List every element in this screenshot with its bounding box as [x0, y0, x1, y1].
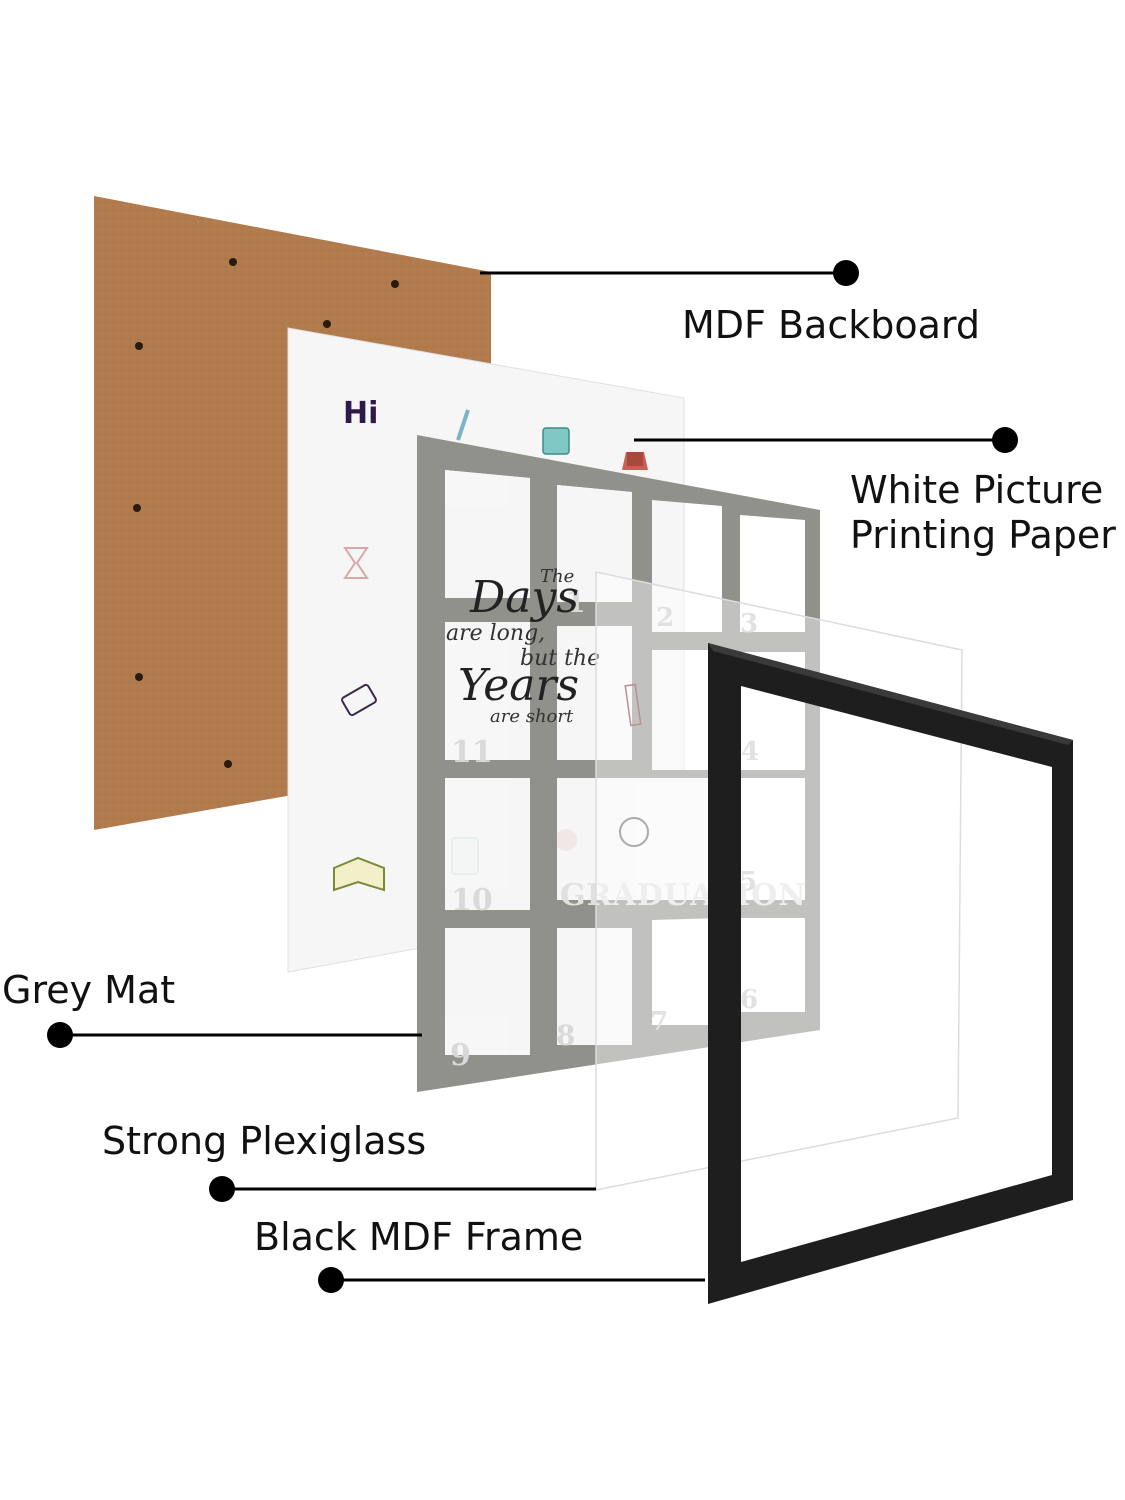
mat-number-5: 5	[739, 867, 757, 897]
mat-number-2: 2	[656, 603, 674, 633]
pencil-icon	[456, 409, 470, 441]
lamp-icon	[622, 452, 648, 470]
ruler-icon	[624, 683, 642, 727]
grey-mat: 1 2 3 4 5 6 7 8 9 10 11 GRADUATION The D…	[417, 435, 820, 1092]
plexiglass-sheet	[595, 571, 963, 1191]
label-black-frame: Black MDF Frame	[254, 1215, 584, 1259]
svg-text:Days: Days	[469, 572, 579, 623]
svg-text:Years: Years	[458, 660, 579, 711]
mat-number-11: 11	[451, 735, 493, 770]
callout-mat	[47, 1022, 422, 1048]
alarm-clock-icon	[619, 817, 649, 847]
callout-paper	[634, 427, 1018, 453]
callout-frame	[318, 1267, 705, 1293]
callout-backboard	[480, 260, 859, 286]
label-grey-mat: Grey Mat	[2, 968, 176, 1012]
mat-number-10: 10	[451, 883, 493, 918]
svg-text:are short: are short	[490, 706, 574, 727]
label-white-paper-line1: White Picture	[850, 468, 1104, 512]
label-plexiglass: Strong Plexiglass	[102, 1119, 427, 1163]
hourglass-icon	[343, 547, 369, 579]
svg-text:Hi: Hi	[343, 396, 378, 431]
label-mdf-backboard: MDF Backboard	[682, 303, 980, 347]
svg-text:The: The	[540, 566, 574, 587]
black-mdf-frame	[708, 643, 1073, 1304]
svg-text:but the: but the	[520, 646, 600, 671]
mat-graduation-text: GRADUATION	[560, 878, 807, 913]
mat-number-6: 6	[740, 985, 758, 1015]
mat-number-9: 9	[450, 1038, 471, 1073]
abc-book-icon	[542, 427, 570, 455]
eraser-icon	[341, 683, 377, 717]
mat-number-3: 3	[740, 609, 758, 639]
callout-plexiglass	[209, 1176, 596, 1202]
open-book-icon	[333, 856, 385, 892]
mat-number-8: 8	[556, 1019, 575, 1052]
mat-number-7: 7	[650, 1007, 668, 1037]
mat-number-4: 4	[741, 737, 759, 767]
hi-sticker-icon: Hi	[343, 396, 378, 431]
label-white-paper-line2: Printing Paper	[850, 513, 1116, 557]
svg-text:are long,: are long,	[446, 621, 545, 646]
quote-text: The Days are long, but the Years are sho…	[446, 566, 600, 727]
mat-number-1: 1	[565, 585, 586, 620]
